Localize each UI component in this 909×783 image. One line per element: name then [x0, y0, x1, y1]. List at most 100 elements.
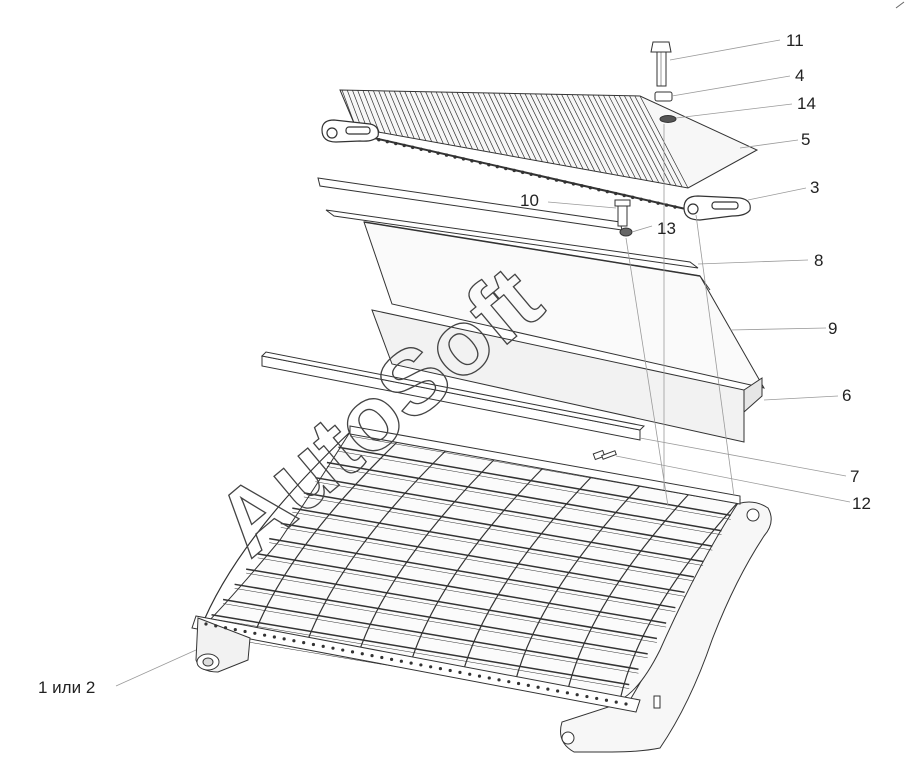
grate-hole — [495, 164, 500, 169]
concave-rib — [199, 431, 351, 631]
grate-bar — [535, 93, 572, 168]
callout-8: 8 — [814, 251, 824, 270]
grate-bar — [629, 95, 677, 187]
bolt-12 — [592, 449, 617, 461]
grate-bar — [561, 94, 601, 173]
grate-bar — [477, 92, 508, 156]
concave-bar-edge — [211, 618, 630, 689]
grate-bar — [540, 93, 578, 169]
grate-bar — [409, 91, 433, 142]
grate-bar — [587, 94, 631, 178]
grate-hole — [588, 186, 593, 190]
grate-bar — [441, 91, 467, 149]
washer-14 — [659, 115, 677, 123]
rail-hole — [204, 622, 208, 626]
leader-9 — [729, 327, 827, 331]
grate-bar — [608, 95, 654, 182]
grate-bar — [399, 91, 421, 140]
grate-bar — [545, 93, 584, 170]
leader-14 — [675, 103, 793, 119]
concave-bar — [338, 446, 731, 517]
grate-bar — [367, 90, 386, 134]
grate-bar — [456, 92, 485, 152]
callout-11: 11 — [786, 31, 804, 50]
rail-hole — [526, 683, 530, 687]
grate-hole — [520, 170, 525, 175]
plate-8 — [325, 209, 699, 269]
rail-hole — [458, 670, 462, 674]
rail-hole — [263, 633, 267, 637]
nut-4 — [654, 91, 673, 102]
rail-hole — [516, 681, 521, 686]
concave-bar-edge — [292, 511, 694, 582]
concave-bar-edge — [338, 450, 731, 520]
grate-bar — [550, 94, 590, 171]
grate-bar — [603, 95, 648, 181]
grate-bar — [388, 90, 409, 138]
rail-hole — [448, 668, 452, 673]
rail-hole — [624, 702, 628, 706]
grate-hole — [622, 193, 626, 198]
grate-hole — [614, 191, 618, 196]
top-grate — [329, 89, 759, 211]
grate-bar — [420, 91, 444, 144]
concave-bar — [303, 492, 704, 563]
rail-hole — [321, 644, 325, 648]
grate-bar — [467, 92, 497, 154]
rail-hole — [360, 652, 364, 656]
grate-bar — [493, 92, 526, 159]
callout-6: 6 — [842, 386, 852, 405]
rail-hole — [243, 629, 247, 634]
grate-hole — [394, 141, 398, 146]
grate-bar — [393, 90, 415, 139]
concave-bar — [315, 476, 713, 547]
grate-bar — [383, 90, 403, 137]
concave-bar — [326, 461, 722, 532]
concave-bar-edge — [223, 603, 639, 674]
rail-hole — [253, 631, 257, 635]
rail-hole — [389, 657, 394, 661]
rail-hole — [223, 626, 228, 630]
grate-bar — [425, 91, 450, 145]
rail-hole — [311, 642, 316, 647]
grate-hole — [529, 172, 533, 177]
leader-8 — [697, 259, 809, 265]
grate-bar — [378, 90, 398, 136]
grate-bar — [571, 94, 613, 175]
grate-hole — [647, 199, 652, 203]
concave-bar — [280, 522, 685, 594]
leader-5 — [739, 139, 799, 149]
grate-hole — [470, 159, 474, 163]
rail-hole — [595, 696, 599, 701]
top-grate-outline — [339, 89, 759, 189]
grate-bar — [498, 93, 532, 160]
leader-7 — [639, 437, 847, 477]
corner-mark — [895, 1, 905, 9]
grate-hole — [656, 201, 660, 205]
grate-hole — [673, 205, 677, 209]
grate-hole — [478, 161, 483, 165]
alignment-line-c — [695, 214, 735, 497]
grate-bar — [404, 91, 427, 141]
grate-bar — [618, 95, 666, 184]
leader-11 — [669, 39, 781, 61]
rail-hole — [370, 654, 374, 658]
top-grate-holes — [343, 130, 677, 209]
alignment-line-b — [625, 237, 669, 507]
pivot-hole-top — [746, 508, 760, 522]
rail-hole — [380, 655, 384, 660]
rail-hole — [487, 676, 491, 680]
grate-hole — [546, 176, 550, 180]
grate-bar — [592, 94, 636, 179]
concave-bar — [246, 568, 658, 640]
grate-hole — [554, 178, 559, 182]
grate-bar — [373, 90, 392, 135]
concave-bar-edge — [246, 572, 657, 643]
rail-hole — [233, 627, 237, 632]
concave-bar — [257, 553, 667, 624]
grate-bar — [634, 95, 683, 188]
leader-10 — [547, 201, 617, 209]
grate-hole — [664, 203, 669, 207]
concave — [191, 425, 772, 753]
